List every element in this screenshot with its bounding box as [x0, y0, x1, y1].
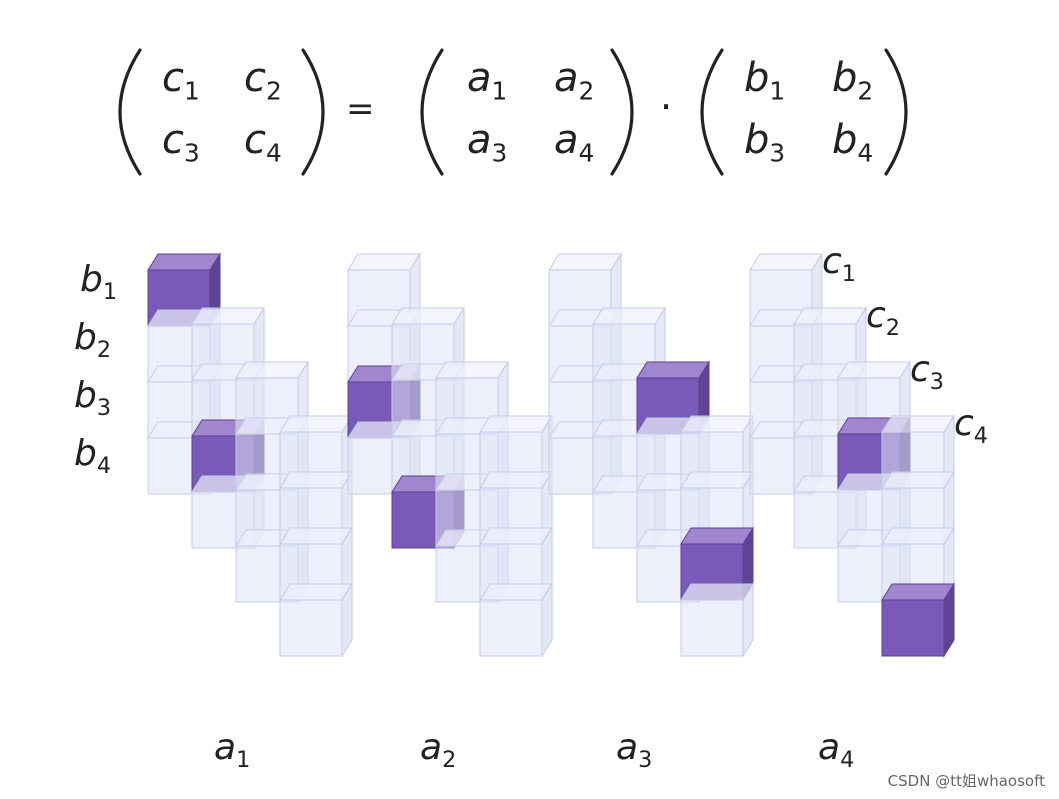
- equation-c2: c2: [244, 55, 282, 106]
- paren-b-right: [884, 48, 908, 176]
- cube-top: [680, 415, 754, 433]
- cube-front: [479, 599, 543, 657]
- dot-operator: ·: [660, 85, 673, 129]
- grid-cube: [479, 582, 553, 658]
- column-label-a3: a3: [616, 727, 653, 773]
- cube-top: [548, 253, 622, 271]
- watermark: CSDN @tt姐whaosoft: [887, 772, 1045, 790]
- cube-top: [479, 415, 553, 433]
- equation-c3: c3: [162, 117, 200, 168]
- cube-top: [391, 307, 465, 325]
- cube-top: [479, 471, 553, 489]
- cube-top: [636, 361, 710, 379]
- cube-side: [742, 582, 754, 658]
- cube-front: [279, 599, 343, 657]
- cube-top: [279, 527, 353, 545]
- equation-a3: a3: [467, 117, 508, 168]
- cube-top: [881, 415, 955, 433]
- grid-cube: [279, 582, 353, 658]
- row-label-b3: b3: [74, 375, 112, 421]
- cube-top: [680, 583, 754, 601]
- equation-c4: c4: [244, 117, 282, 168]
- cube-top: [191, 307, 265, 325]
- highlighted-cube: [881, 582, 955, 658]
- paren-b-left: [700, 48, 724, 176]
- cube-top: [881, 527, 955, 545]
- cube-top: [479, 527, 553, 545]
- paren-c-left: [118, 48, 142, 176]
- cube-top: [279, 583, 353, 601]
- equation-b3: b3: [744, 117, 786, 168]
- row-label-b2: b2: [74, 317, 112, 363]
- cube-side: [943, 582, 955, 658]
- cube-side: [541, 582, 553, 658]
- cube-top: [592, 307, 666, 325]
- equation-a4: a4: [554, 117, 595, 168]
- paren-a-right: [610, 48, 634, 176]
- cube-top: [680, 527, 754, 545]
- column-label-a4: a4: [818, 727, 855, 773]
- equation-b2: b2: [832, 55, 874, 106]
- cube-top: [881, 583, 955, 601]
- cube-top: [147, 253, 221, 271]
- paren-a-left: [420, 48, 444, 176]
- cube-top: [749, 253, 823, 271]
- column-label-a2: a2: [420, 727, 457, 773]
- cube-front: [881, 599, 945, 657]
- equation-a1: a1: [467, 55, 508, 106]
- grid-cube: [680, 582, 754, 658]
- output-label-c4: c4: [954, 403, 988, 449]
- cube-top: [680, 471, 754, 489]
- paren-c-right: [301, 48, 325, 176]
- equation-b4: b4: [832, 117, 874, 168]
- equals-sign: =: [346, 89, 375, 129]
- cube-top: [793, 307, 867, 325]
- equation-a2: a2: [554, 55, 595, 106]
- cube-top: [881, 471, 955, 489]
- cube-top: [479, 583, 553, 601]
- cube-side: [341, 582, 353, 658]
- cube-top: [435, 361, 509, 379]
- equation-c1: c1: [162, 55, 200, 106]
- output-label-c3: c3: [910, 349, 944, 395]
- column-label-a1: a1: [214, 727, 251, 773]
- cube-top: [347, 253, 421, 271]
- cube-top: [279, 471, 353, 489]
- row-label-b1: b1: [80, 259, 118, 305]
- row-label-b4: b4: [74, 433, 112, 479]
- cube-top: [837, 361, 911, 379]
- output-label-c1: c1: [822, 241, 856, 287]
- cube-top: [279, 415, 353, 433]
- output-label-c2: c2: [866, 295, 900, 341]
- equation-b1: b1: [744, 55, 786, 106]
- cube-top: [235, 361, 309, 379]
- cube-front: [680, 599, 744, 657]
